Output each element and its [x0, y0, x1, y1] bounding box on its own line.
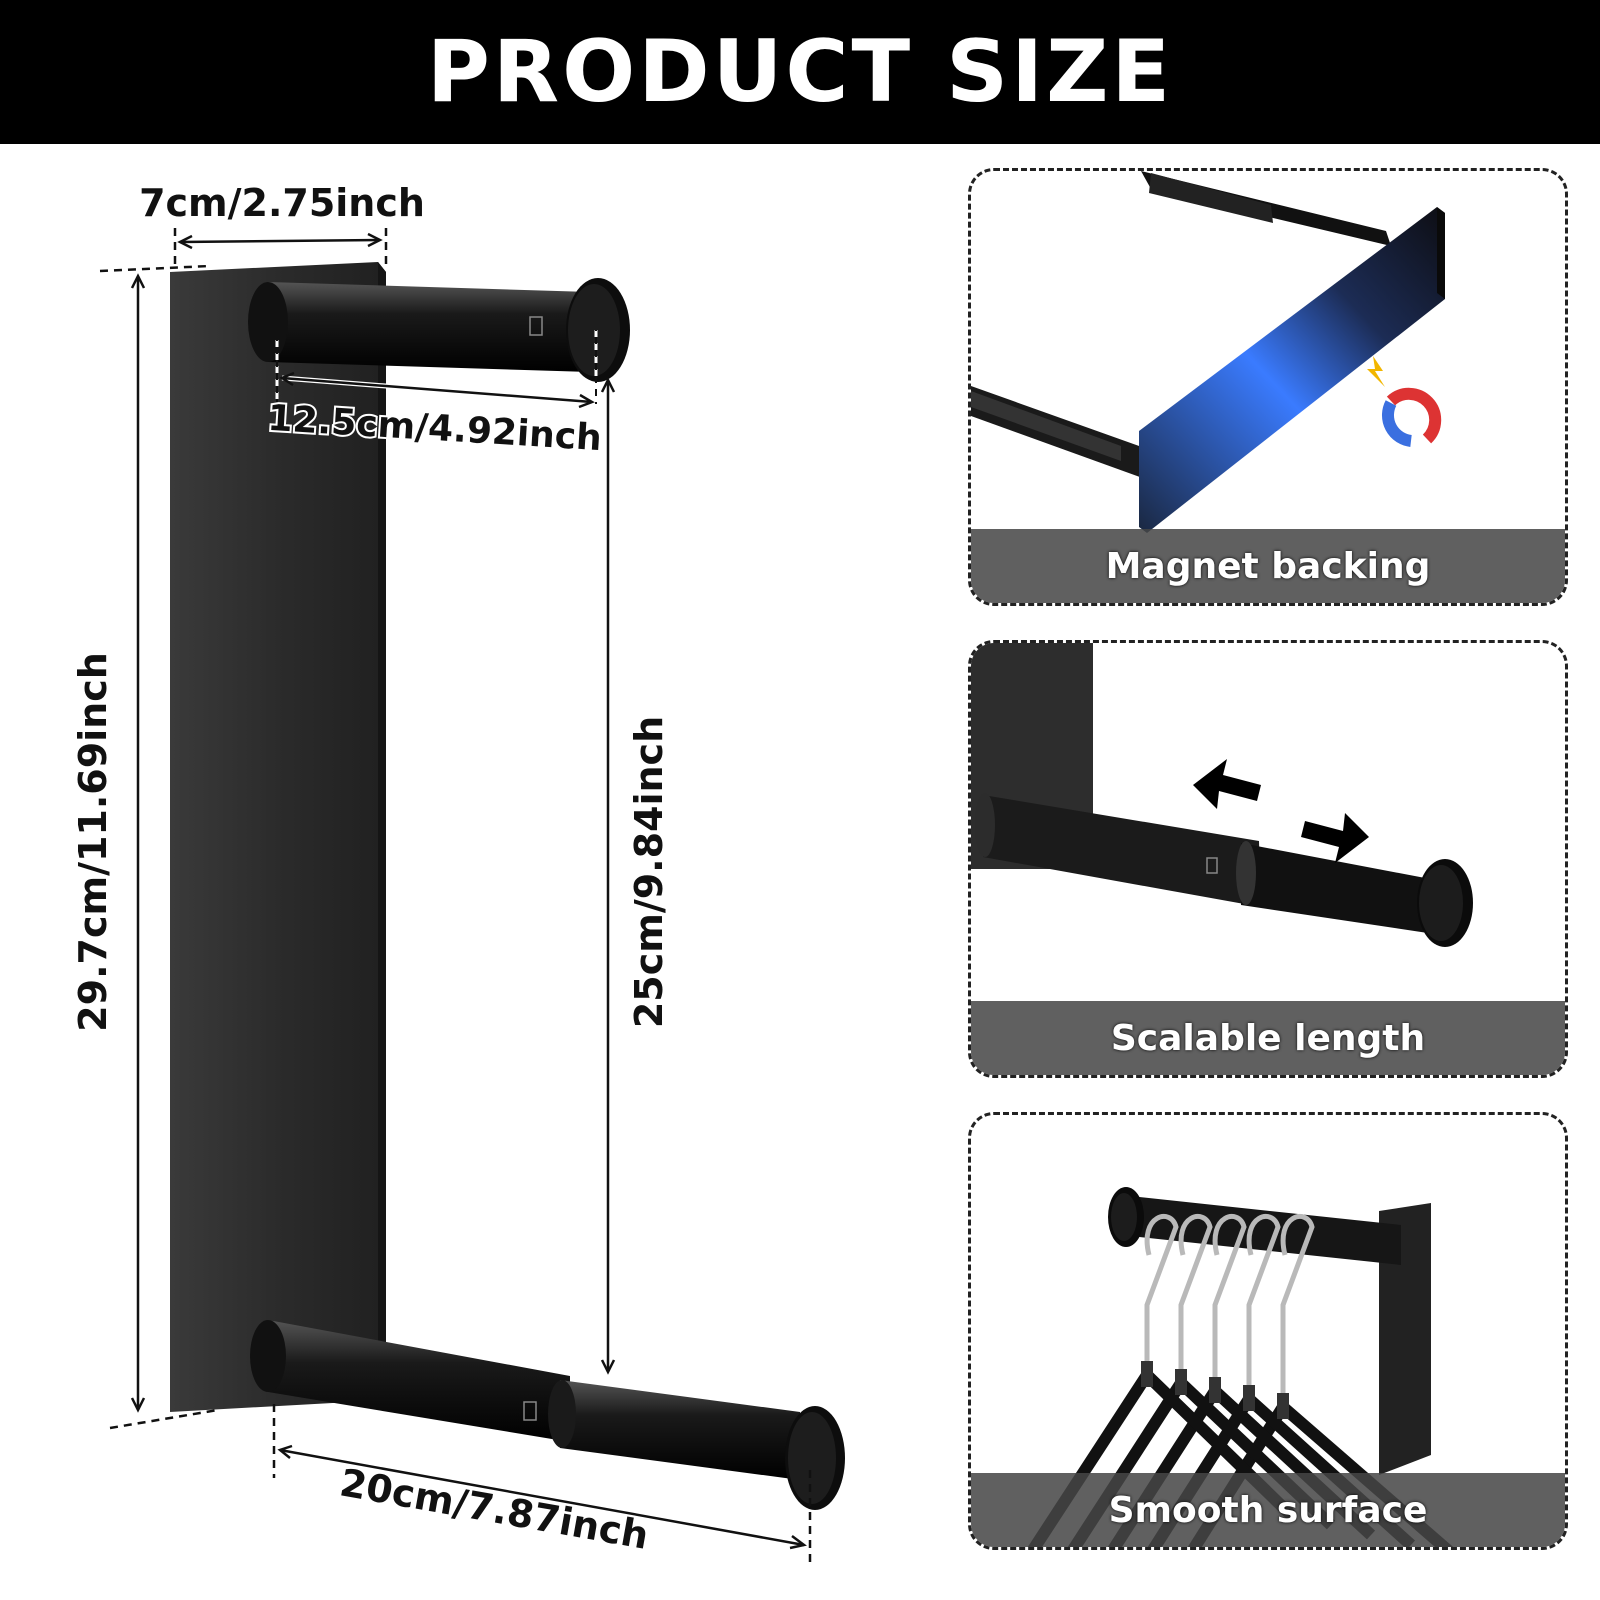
extended-length-label: 20cm/7.87inch	[337, 1460, 652, 1558]
feature-panel-smooth: Smooth surface	[968, 1112, 1568, 1550]
magnet-icon	[1367, 356, 1442, 447]
magnet-illustration	[971, 171, 1445, 533]
mounting-plate	[170, 262, 386, 1412]
width-dimension: 7cm/2.75inch	[139, 181, 425, 268]
feature-label-smooth: Smooth surface	[1108, 1489, 1428, 1531]
feature-label-bar: Scalable length	[971, 1001, 1565, 1075]
scalable-illustration	[971, 643, 1473, 947]
feature-panel-scalable: Scalable length	[968, 640, 1568, 1078]
rod-spacing-label: 25cm/9.84inch	[627, 716, 671, 1028]
feature-label-bar: Magnet backing	[971, 529, 1565, 603]
hanger-group	[1144, 1214, 1315, 1407]
width-label: 7cm/2.75inch	[139, 181, 425, 225]
product-dimension-diagram: 7cm/2.75inch 12.5cm/4.92inch 29.7cm/11.6…	[71, 181, 845, 1562]
feature-panel-magnet: Magnet backing	[968, 168, 1568, 606]
feature-label-scalable: Scalable length	[1110, 1017, 1426, 1059]
page-title: PRODUCT SIZE	[426, 22, 1174, 122]
feature-label-magnet: Magnet backing	[1105, 545, 1431, 587]
header-bar: PRODUCT SIZE	[0, 0, 1600, 144]
bottom-rod	[250, 1320, 845, 1510]
feature-label-bar: Smooth surface	[971, 1473, 1565, 1547]
total-height-label: 29.7cm/11.69inch	[71, 652, 115, 1032]
total-height-dimension: 29.7cm/11.69inch	[71, 264, 219, 1430]
double-arrow-icon	[1193, 759, 1369, 863]
rod-spacing-dimension: 25cm/9.84inch	[600, 377, 671, 1375]
